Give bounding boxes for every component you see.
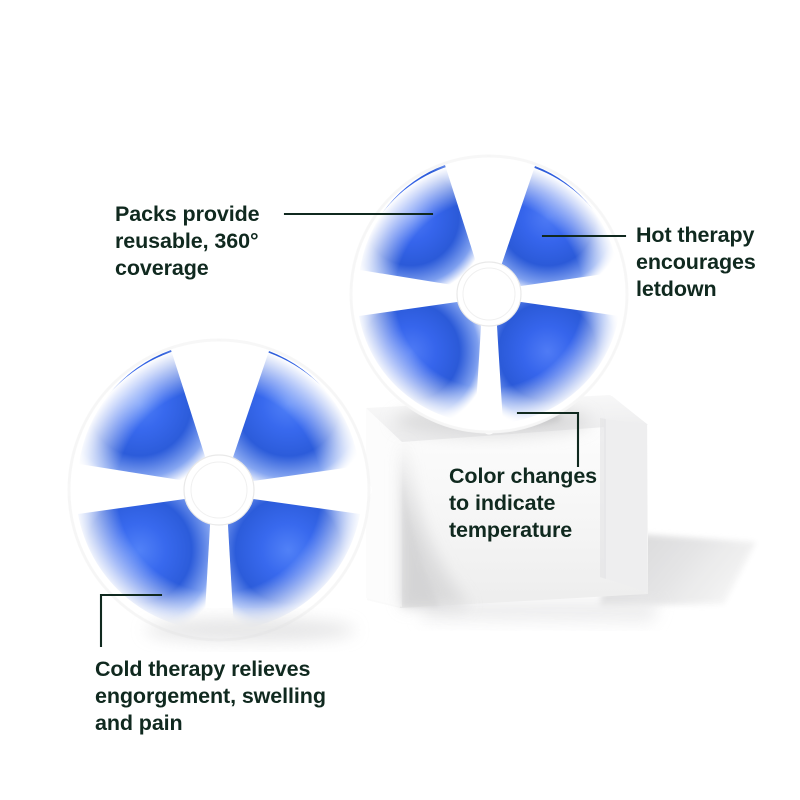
seam-highlights-hot xyxy=(364,289,616,417)
leader-line-cold xyxy=(99,593,163,648)
leader-line-color xyxy=(516,411,580,468)
callout-color-changes: Color changes to indicate temperature xyxy=(449,464,598,542)
product-pack-cold xyxy=(66,336,372,643)
front-pack-cast-shadow xyxy=(402,442,470,607)
leader-lines xyxy=(99,212,627,648)
seam-highlights-cold xyxy=(83,484,358,624)
front-pack-contact-shadow xyxy=(145,618,355,642)
callout-packs-coverage: Packs provide reusable, 360° coverage xyxy=(115,202,260,280)
callout-hot-therapy: Hot therapy encourages letdown xyxy=(636,223,756,301)
callout-cold-therapy: Cold therapy relieves engorgement, swell… xyxy=(95,657,326,735)
display-box-right-face xyxy=(600,418,647,592)
product-pack-hot xyxy=(348,152,630,435)
